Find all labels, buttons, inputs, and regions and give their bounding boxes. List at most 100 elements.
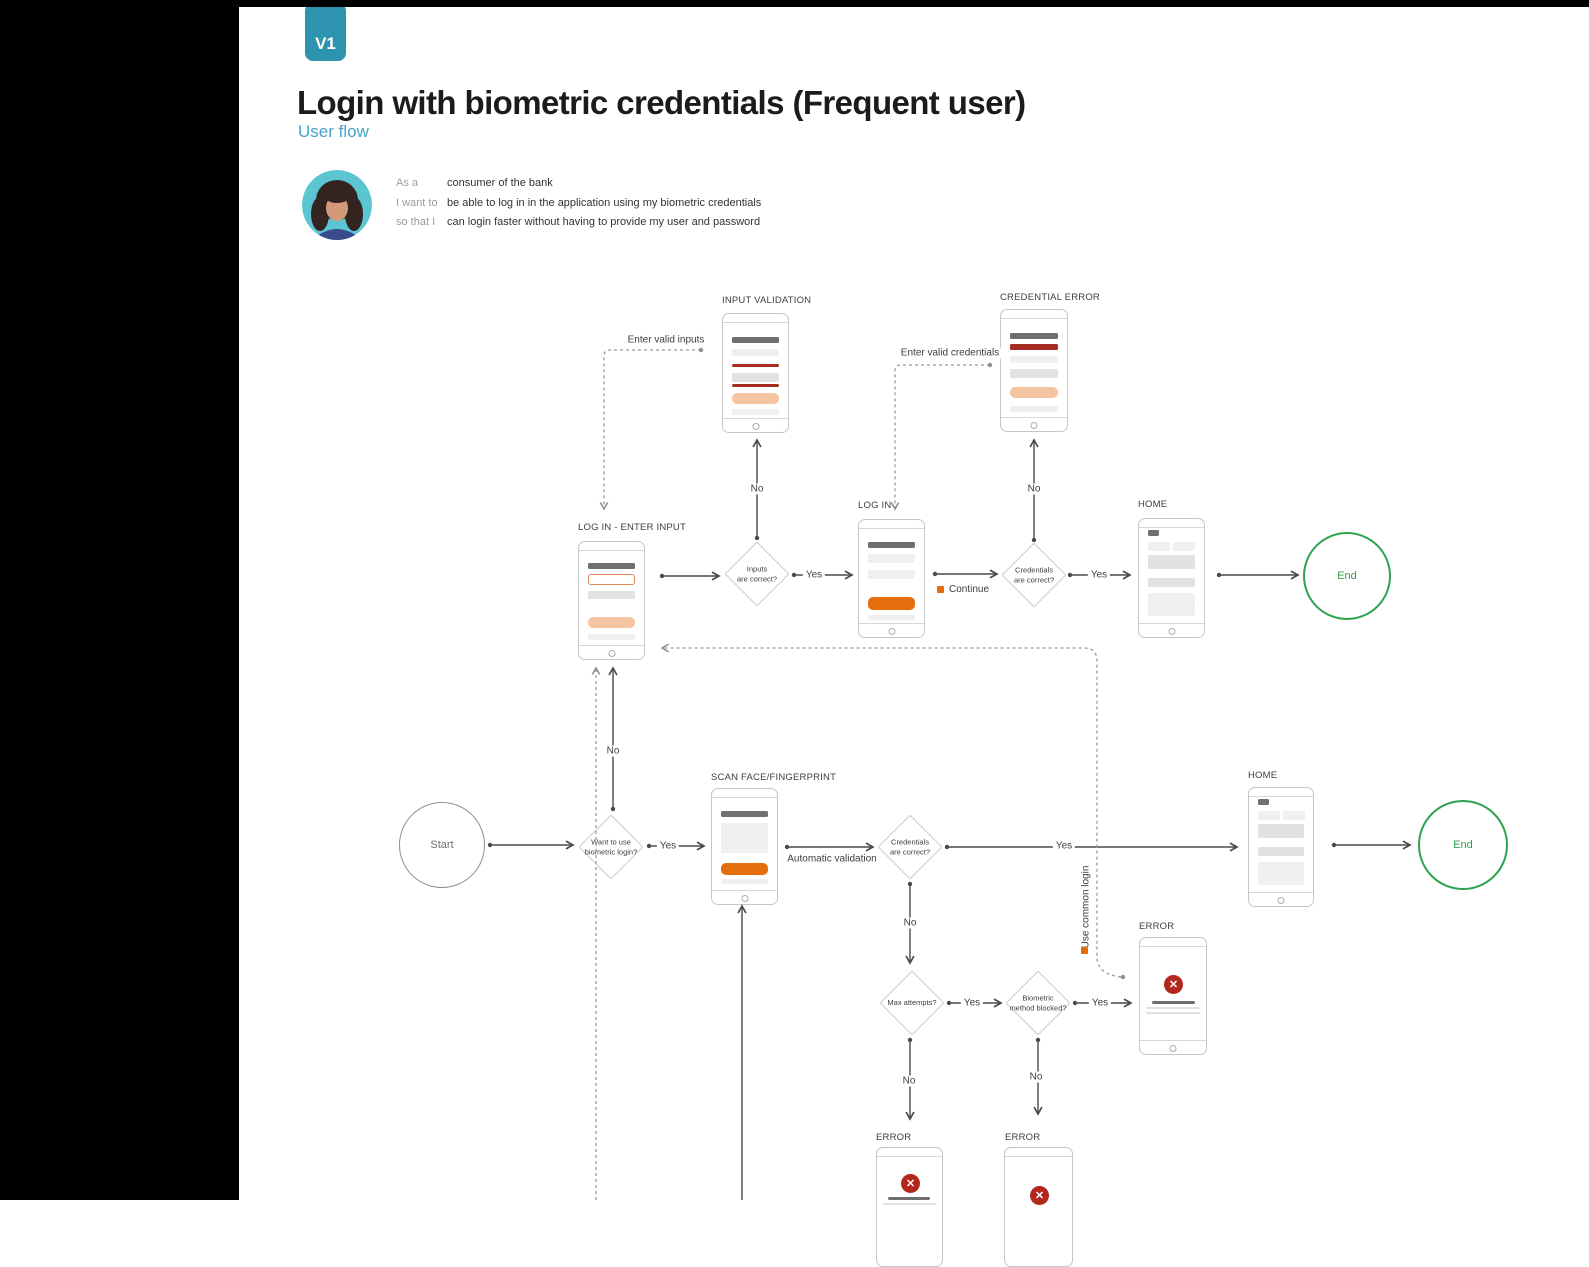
edge-label-yes: Yes [656, 840, 680, 852]
edge-label-no: No [1026, 1071, 1046, 1083]
phone-statusbar-line [877, 1156, 942, 1157]
phone-home-top [1138, 518, 1205, 638]
phone-login [858, 519, 925, 638]
phone-statusbar-line [723, 322, 788, 323]
story-value: can login faster without having to provi… [447, 216, 761, 228]
node-label-login-enter-input: LOG IN - ENTER INPUT [578, 522, 686, 533]
wireframe-bar [1258, 811, 1280, 820]
wireframe-bar [732, 373, 779, 382]
edge-label-no: No [747, 483, 767, 495]
wireframe-button [588, 617, 635, 628]
story-value: consumer of the bank [447, 177, 553, 189]
edge-label-no: No [900, 917, 920, 929]
orange-square-icon [1081, 947, 1088, 954]
letterbox-left [0, 0, 239, 1200]
phone-login-enter-input [578, 541, 645, 660]
phone-input-validation [722, 313, 789, 433]
edge-label-enter-valid-credentials: Enter valid credentials [897, 347, 1003, 359]
page-subtitle: User flow [298, 122, 369, 141]
node-label-error-common: ERROR [1139, 921, 1175, 932]
node-label-home-top: HOME [1138, 499, 1168, 510]
start-node: Start [399, 802, 485, 888]
node-label-error-max: ERROR [876, 1132, 912, 1143]
decision-max-attempts-text: Max attempts? [887, 998, 937, 1008]
wireframe-bar [1010, 333, 1058, 339]
story-label: so that I [396, 216, 436, 228]
wireframe-primary-button [868, 597, 915, 610]
wireframe-bar [588, 591, 635, 599]
wireframe-primary-button [721, 863, 768, 875]
decision-credentials-correct-top-text: Credentials are correct? [1013, 565, 1055, 584]
edge-label-enter-valid-inputs: Enter valid inputs [624, 334, 708, 346]
orange-square-icon [937, 586, 944, 593]
wireframe-chip [1148, 530, 1159, 536]
phone-footer [1249, 892, 1313, 906]
phone-credential-error [1000, 309, 1068, 432]
edge-label-no: No [899, 1075, 919, 1087]
wireframe-bar [1283, 811, 1305, 820]
wireframe-input-field [588, 574, 635, 585]
story-value: be able to log in in the application usi… [447, 196, 762, 209]
wireframe-bar [732, 349, 779, 356]
phone-statusbar-line [1005, 1156, 1072, 1157]
continue-legend: Continue [937, 584, 989, 595]
phone-footer [1001, 417, 1067, 431]
decision-inputs-correct-text: Inputs are correct? [736, 564, 778, 583]
edge-label-use-common-login: Use common login [1080, 862, 1092, 952]
phone-footer [579, 645, 644, 659]
wireframe-bar [868, 615, 915, 620]
wireframe-bar [1148, 542, 1170, 551]
home-button-icon [608, 649, 615, 657]
wireframe-bar [868, 554, 915, 563]
node-label-login: LOG IN [858, 500, 892, 511]
phone-statusbar-line [1249, 796, 1313, 797]
phone-error-max: ✕ [876, 1147, 943, 1267]
letterbox-top [0, 0, 1589, 7]
avatar-portrait-image [302, 170, 372, 240]
wireframe-block [1148, 593, 1195, 616]
node-label-input-validation: INPUT VALIDATION [722, 295, 812, 306]
phone-footer [723, 418, 788, 432]
home-button-icon [1168, 627, 1175, 635]
edge-label-yes: Yes [960, 997, 984, 1009]
wireframe-bar [721, 879, 768, 884]
edge-label-no: No [1024, 483, 1044, 495]
wireframe-bar [732, 409, 779, 415]
home-button-icon [888, 627, 895, 635]
user-avatar [302, 170, 372, 240]
home-button-icon [1030, 421, 1038, 429]
phone-footer [1140, 1040, 1206, 1054]
phone-statusbar-line [1001, 318, 1067, 319]
wireframe-error-line [1010, 344, 1058, 350]
wireframe-bar [868, 570, 915, 579]
wireframe-bar [588, 634, 635, 640]
wireframe-bar [1258, 847, 1304, 856]
edge-label-yes: Yes [1087, 569, 1111, 581]
phone-statusbar-line [1140, 946, 1206, 947]
phone-footer [1139, 623, 1204, 637]
wireframe-button [732, 393, 779, 404]
edge-label-yes: Yes [1052, 840, 1076, 852]
phone-statusbar-line [1139, 527, 1204, 528]
phone-error-blocked: ✕ [1004, 1147, 1073, 1267]
wireframe-block [1148, 555, 1195, 569]
edge-label-no: No [603, 745, 623, 757]
wireframe-bar [888, 1197, 930, 1200]
wireframe-block [721, 823, 768, 853]
continue-legend-label: Continue [949, 584, 990, 595]
phone-footer [859, 623, 924, 637]
wireframe-error-line [732, 364, 779, 367]
wireframe-bar [1152, 1001, 1195, 1004]
wireframe-bar [1148, 578, 1195, 587]
wireframe-bar [1173, 542, 1195, 551]
home-button-icon [741, 894, 748, 902]
node-label-error-blocked: ERROR [1005, 1132, 1041, 1143]
node-label-home-mid: HOME [1248, 770, 1278, 781]
decision-biometric-blocked-text: Biometric method blocked? [1009, 993, 1067, 1012]
phone-statusbar-line [712, 797, 777, 798]
wireframe-line [1146, 1007, 1200, 1009]
phone-scan [711, 788, 778, 905]
edge-label-automatic-validation: Automatic validation [784, 853, 880, 865]
